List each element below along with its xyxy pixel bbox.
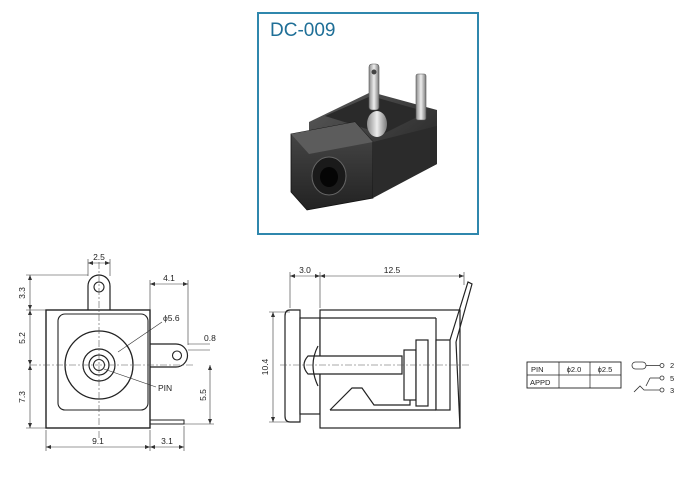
spec-table: PIN ϕ2.0 ϕ2.5 APPD bbox=[526, 361, 622, 389]
dim-flange: 3.0 bbox=[299, 265, 311, 275]
schematic-pin-5: 5 bbox=[670, 374, 674, 383]
schematic-pin-3: 3 bbox=[670, 386, 674, 395]
dim-top-width: 2.5 bbox=[93, 252, 105, 262]
dim-right-offset: 4.1 bbox=[163, 273, 175, 283]
pin-label: PIN bbox=[158, 383, 172, 393]
dim-lower-height: 7.3 bbox=[17, 391, 27, 403]
dim-bottom-width: 9.1 bbox=[92, 436, 104, 446]
front-view bbox=[45, 274, 189, 429]
dim-bottom-right: 3.1 bbox=[161, 436, 173, 446]
product-title: DC-009 bbox=[270, 20, 336, 41]
schematic-pin-2: 2 bbox=[670, 361, 674, 370]
jack-photo-illustration bbox=[290, 63, 437, 211]
table-pin-2-0: ϕ2.0 bbox=[567, 365, 582, 374]
table-header-pin: PIN bbox=[531, 365, 544, 374]
dim-length: 12.5 bbox=[384, 265, 401, 275]
dim-height: 10.4 bbox=[260, 358, 270, 375]
product-photo-frame: DC-009 bbox=[257, 12, 479, 235]
dim-upper-height: 5.2 bbox=[17, 332, 27, 344]
table-pin-2-5: ϕ2.5 bbox=[598, 365, 613, 374]
dim-tab-height: 5.5 bbox=[198, 389, 208, 401]
dim-top-height: 3.3 bbox=[17, 287, 27, 299]
table-header-appd: APPD bbox=[530, 378, 551, 387]
side-view bbox=[284, 281, 473, 429]
dim-tab-thickness: 0.8 bbox=[204, 333, 216, 343]
dim-diameter: ϕ5.6 bbox=[163, 313, 180, 323]
pin-schematic bbox=[631, 361, 665, 393]
